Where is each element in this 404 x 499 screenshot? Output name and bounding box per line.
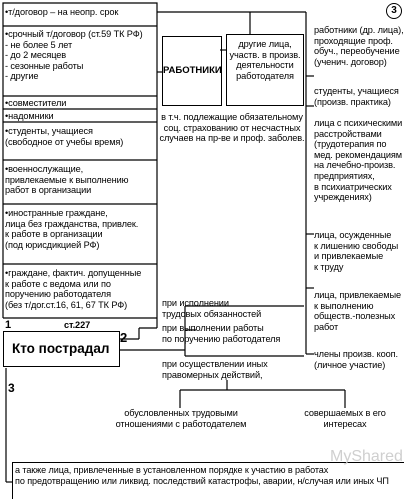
other-persons-text: другие лица, участв. в произв. деятельно… (229, 39, 301, 81)
right-item-training: работники (др. лица), проходящие проф. о… (314, 25, 404, 67)
circ-lawful-actions: при осуществлении иных правомерных дейст… (162, 359, 268, 380)
other-persons-box: другие лица, участв. в произв. деятельно… (226, 34, 304, 106)
right-item-practice: студенты, учащиеся (произв. практика) (314, 86, 399, 107)
article-227: ст.227 (64, 320, 91, 330)
left-item-actual-admitted: •граждане, фактич. допущенные к работе с… (5, 268, 142, 310)
num-3: 3 (8, 381, 15, 395)
left-item-homeworkers: •надомники (5, 111, 54, 121)
left-item-students: •студенты, учащиеся (свободное от учебы … (5, 126, 124, 147)
left-item-foreigners: •иностранные граждане, лица без гражданс… (5, 208, 139, 250)
circ-by-order: при выполнении работы по поручению работ… (162, 323, 281, 344)
right-item-convicts: лица, осужденные к лишению свободы и при… (314, 230, 399, 272)
left-item-military: •военнослужащие, привлекаемые к выполнен… (5, 164, 129, 196)
num-2: 2 (120, 330, 128, 345)
victim-box: Кто пострадал (3, 331, 120, 367)
left-item-indefinite: •т/договор – на неопр. срок (5, 7, 119, 17)
right-item-coop: члены произв. кооп. (личное участие) (314, 349, 398, 370)
bottom-note: а также лица, привлеченные в установленн… (15, 465, 389, 486)
right-item-public-works: лица, привлекаемые к выполнению обществ.… (314, 290, 401, 332)
workers-label: РАБОТНИКИ (163, 65, 222, 76)
num-1: 1 (5, 319, 12, 331)
badge-circle-3: 3 (386, 3, 402, 19)
left-item-fixed-term: •срочный т/договор (ст.59 ТК РФ) - не бо… (5, 29, 143, 82)
watermark: MyShared (330, 448, 403, 465)
left-item-part-time: •совместители (5, 98, 67, 108)
circ-conditioned: обусловленных трудовыми отношениями с ра… (115, 408, 247, 429)
workers-box: РАБОТНИКИ (162, 36, 222, 106)
right-item-mental: лица с психическими расстройствами (труд… (314, 118, 403, 203)
circ-duties: при исполнении трудовых обязанностей (162, 298, 262, 319)
insurance-note: в т.ч. подлежащие обязательному соц. стр… (159, 112, 305, 144)
victim-label: Кто пострадал (12, 341, 110, 356)
circ-interests: совершаемых в его интересах (304, 408, 386, 429)
bottom-note-box: а также лица, привлеченные в установленн… (12, 462, 404, 499)
